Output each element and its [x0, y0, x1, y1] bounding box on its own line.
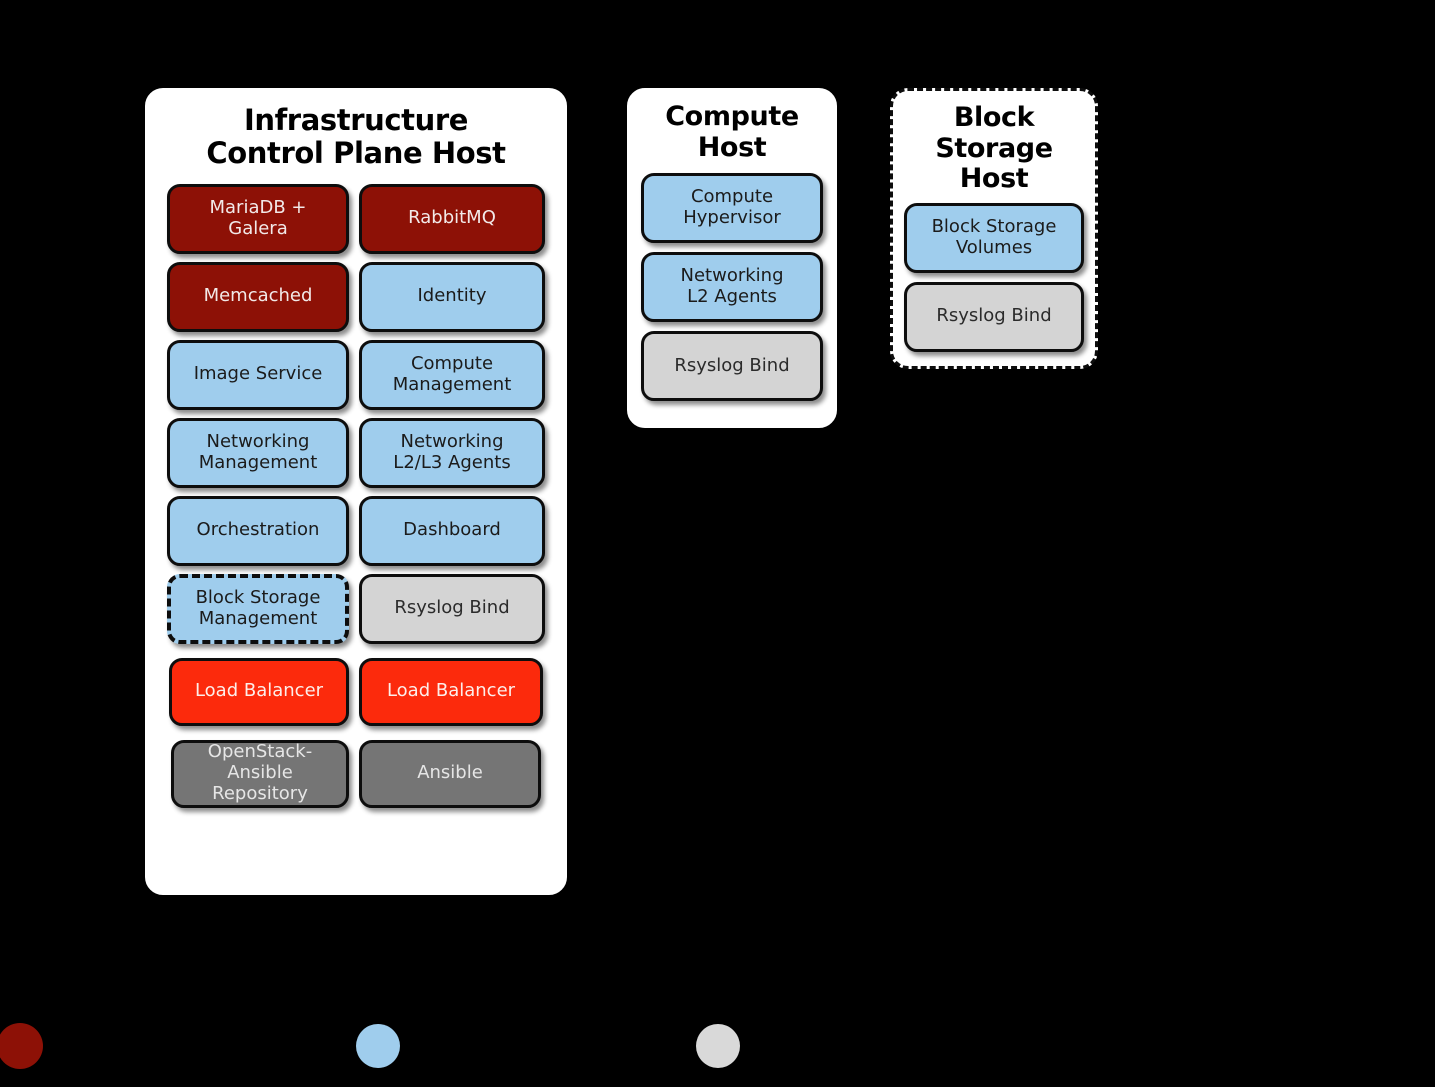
service-box-block-storage-rsyslog-bind[interactable]: Rsyslog Bind [904, 281, 1084, 352]
service-box-networking-l2-l3-agents[interactable]: Networking L2/L3 Agents [359, 417, 545, 488]
service-box-memcached[interactable]: Memcached [167, 261, 349, 332]
service-box-rsyslog-bind[interactable]: Rsyslog Bind [359, 573, 545, 644]
box-grid-block-storage-host: Block Storage Volumes Rsyslog Bind [893, 199, 1095, 352]
service-box-networking-management[interactable]: Networking Management [167, 417, 349, 488]
service-box-load-balancer-1[interactable]: Load Balancer [169, 657, 349, 726]
legend-dot-light-gray [696, 1024, 740, 1068]
service-box-compute-rsyslog-bind[interactable]: Rsyslog Bind [641, 331, 823, 401]
service-box-openstack-ansible-repository[interactable]: OpenStack- Ansible Repository [171, 739, 349, 808]
service-box-load-balancer-2[interactable]: Load Balancer [359, 657, 543, 726]
legend-dot-dark-red [0, 1023, 43, 1069]
legend-dot-light-blue [356, 1024, 400, 1068]
service-box-dashboard[interactable]: Dashboard [359, 495, 545, 566]
panel-title-compute-host: Compute Host [665, 101, 799, 163]
service-box-ansible[interactable]: Ansible [359, 739, 541, 808]
service-box-block-storage-management[interactable]: Block Storage Management [167, 573, 349, 644]
box-grid-compute-host: Compute Hypervisor Networking L2 Agents … [629, 167, 835, 401]
service-box-identity[interactable]: Identity [359, 261, 545, 332]
service-box-compute-hypervisor[interactable]: Compute Hypervisor [641, 173, 823, 243]
service-box-image-service[interactable]: Image Service [167, 339, 349, 410]
panel-title-block-storage-host: Block Storage Host [935, 102, 1053, 194]
panel-infrastructure-control-plane-host: Infrastructure Control Plane Host MariaD… [145, 88, 567, 895]
panel-compute-host: Compute Host Compute Hypervisor Networki… [627, 88, 837, 428]
panel-block-storage-host: Block Storage Host Block Storage Volumes… [890, 88, 1098, 369]
panel-title-infrastructure: Infrastructure Control Plane Host [206, 103, 506, 170]
service-box-networking-l2-agents[interactable]: Networking L2 Agents [641, 252, 823, 322]
service-box-compute-management[interactable]: Compute Management [359, 339, 545, 410]
service-box-mariadb-galera[interactable]: MariaDB + Galera [167, 183, 349, 254]
service-box-orchestration[interactable]: Orchestration [167, 495, 349, 566]
service-box-rabbitmq[interactable]: RabbitMQ [359, 183, 545, 254]
box-grid-infrastructure: MariaDB + Galera RabbitMQ Memcached Iden… [147, 176, 565, 808]
service-box-block-storage-volumes[interactable]: Block Storage Volumes [904, 202, 1084, 273]
